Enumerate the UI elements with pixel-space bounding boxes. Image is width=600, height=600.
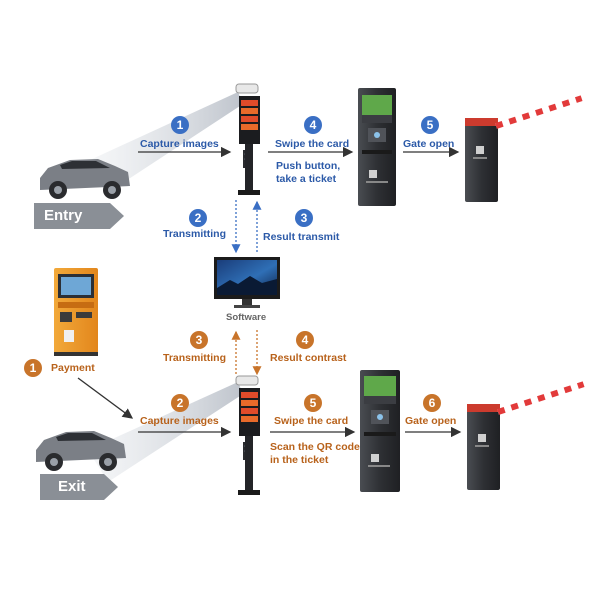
exit-qr-note-line-2: in the ticket	[270, 454, 329, 466]
payment-arrow	[77, 377, 134, 419]
exit-step-6-label: Gate open	[405, 415, 457, 427]
software-label: Software	[226, 312, 267, 323]
entry-car-icon	[40, 159, 130, 199]
exit-step-2-label: Capture images	[140, 415, 219, 427]
exit-step-4-label: Result contrast	[270, 352, 347, 364]
entry-step-5-label: Gate open	[403, 138, 455, 150]
entry-ticket-note-line-2: take a ticket	[276, 173, 337, 185]
entry-step-2-badge: 2	[189, 209, 207, 227]
software-monitor-icon	[214, 257, 280, 308]
exit-car-icon	[36, 431, 126, 471]
entry-ticket-machine-icon	[358, 88, 396, 206]
exit-step-1-label: Payment	[51, 362, 95, 374]
entry-step-5-badge: 5	[421, 116, 439, 134]
exit-barrier-gate-icon	[467, 381, 585, 490]
exit-step-1-badge: 1	[24, 359, 42, 377]
entry-barrier-gate-icon	[465, 95, 583, 202]
entry-ticket-note-line-1: Push button,	[276, 160, 341, 172]
exit-step-5-badge: 5	[304, 394, 322, 412]
exit-step-6-badge: 6	[423, 394, 441, 412]
exit-lpr-camera-icon	[235, 375, 260, 495]
entry-lpr-camera-icon	[235, 83, 260, 195]
exit-ticket-machine-icon	[360, 370, 400, 492]
exit-step-3-badge: 3	[190, 331, 208, 349]
entry-step-3-label: Result transmit	[263, 231, 340, 243]
entry-step-1-badge: 1	[171, 116, 189, 134]
exit-sign	[40, 474, 118, 500]
entry-sign-label: Entry	[44, 207, 83, 224]
entry-sign	[34, 203, 124, 229]
exit-step-2-badge: 2	[171, 394, 189, 412]
exit-sign-label: Exit	[58, 478, 86, 495]
entry-step-2-label: Transmitting	[163, 228, 227, 240]
exit-step-3-label: Transmitting	[163, 352, 227, 364]
entry-camera-beam	[90, 92, 243, 188]
entry-step-1-label: Capture images	[140, 138, 219, 150]
exit-step-5-label: Swipe the card	[274, 415, 349, 427]
entry-step-4-label: Swipe the card	[275, 138, 350, 150]
entry-step-3-badge: 3	[295, 209, 313, 227]
exit-qr-note-line-1: Scan the QR code	[270, 441, 360, 453]
payment-kiosk-icon	[54, 268, 98, 356]
entry-step-4-badge: 4	[304, 116, 322, 134]
exit-step-4-badge: 4	[296, 331, 314, 349]
